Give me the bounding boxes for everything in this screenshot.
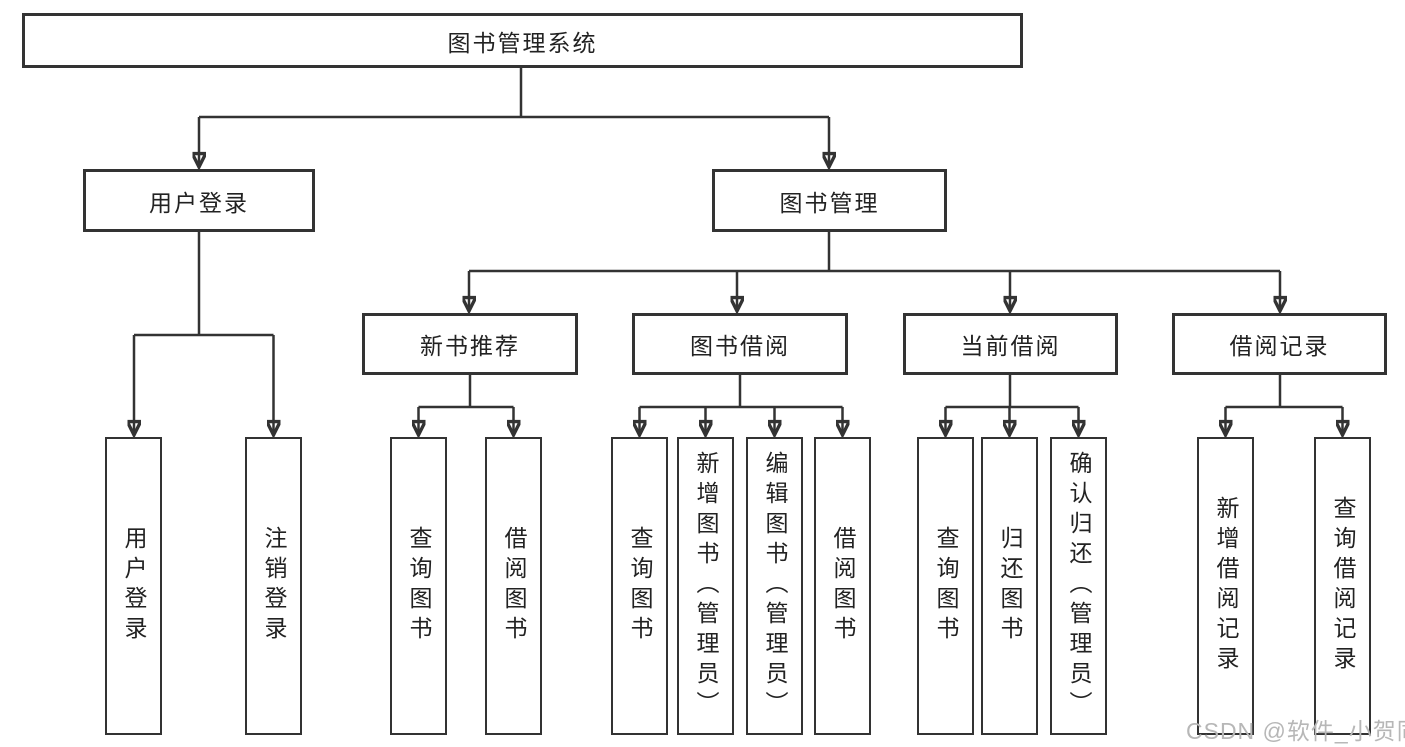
leaf-br-query-record-label: 查询借阅记录 (1330, 496, 1356, 676)
node-current-borrow: 当前借阅 (903, 313, 1118, 375)
leaf-nb-query-books: 查询图书 (390, 437, 447, 735)
leaf-cb-return-books-label: 归还图书 (997, 526, 1023, 646)
leaf-cb-confirm-return-admin: 确认归还（管理员） (1050, 437, 1107, 735)
node-book-management: 图书管理 (712, 169, 947, 232)
leaf-bb-query-books-label: 查询图书 (627, 526, 653, 646)
node-root: 图书管理系统 (22, 13, 1023, 68)
node-new-book-recommend-label: 新书推荐 (420, 333, 520, 359)
leaf-bb-edit-books-admin: 编辑图书（管理员） (746, 437, 803, 735)
leaf-bb-query-books: 查询图书 (611, 437, 668, 735)
leaf-cb-query-books-label: 查询图书 (933, 526, 959, 646)
node-new-book-recommend: 新书推荐 (362, 313, 578, 375)
leaf-logout-label: 注销登录 (261, 526, 287, 646)
node-user-login: 用户登录 (83, 169, 315, 232)
watermark: CSDN @软件_小贺同学 (1186, 718, 1405, 744)
leaf-nb-borrow-books-label: 借阅图书 (501, 526, 527, 646)
leaf-nb-borrow-books: 借阅图书 (485, 437, 542, 735)
leaf-bb-add-books-admin-label: 新增图书（管理员） (693, 451, 719, 721)
node-book-borrow: 图书借阅 (632, 313, 848, 375)
node-user-login-label: 用户登录 (149, 189, 249, 216)
leaf-logout: 注销登录 (245, 437, 302, 735)
leaf-bb-add-books-admin: 新增图书（管理员） (677, 437, 734, 735)
leaf-bb-borrow-books: 借阅图书 (814, 437, 871, 735)
leaf-user-login-label: 用户登录 (121, 526, 147, 646)
node-borrow-record-label: 借阅记录 (1229, 333, 1330, 359)
node-borrow-record: 借阅记录 (1172, 313, 1387, 375)
leaf-br-add-record-label: 新增借阅记录 (1213, 496, 1239, 676)
leaf-cb-confirm-return-admin-label: 确认归还（管理员） (1066, 451, 1092, 721)
leaf-cb-return-books: 归还图书 (981, 437, 1038, 735)
leaf-br-query-record: 查询借阅记录 (1314, 437, 1371, 735)
node-book-borrow-label: 图书借阅 (690, 333, 790, 359)
leaf-bb-borrow-books-label: 借阅图书 (830, 526, 856, 646)
node-current-borrow-label: 当前借阅 (960, 333, 1061, 359)
node-root-label: 图书管理系统 (447, 29, 598, 56)
leaf-bb-edit-books-admin-label: 编辑图书（管理员） (762, 451, 788, 721)
node-book-management-label: 图书管理 (779, 189, 880, 216)
leaf-user-login: 用户登录 (105, 437, 162, 735)
leaf-cb-query-books: 查询图书 (917, 437, 974, 735)
leaf-nb-query-books-label: 查询图书 (406, 526, 432, 646)
leaf-br-add-record: 新增借阅记录 (1197, 437, 1254, 735)
